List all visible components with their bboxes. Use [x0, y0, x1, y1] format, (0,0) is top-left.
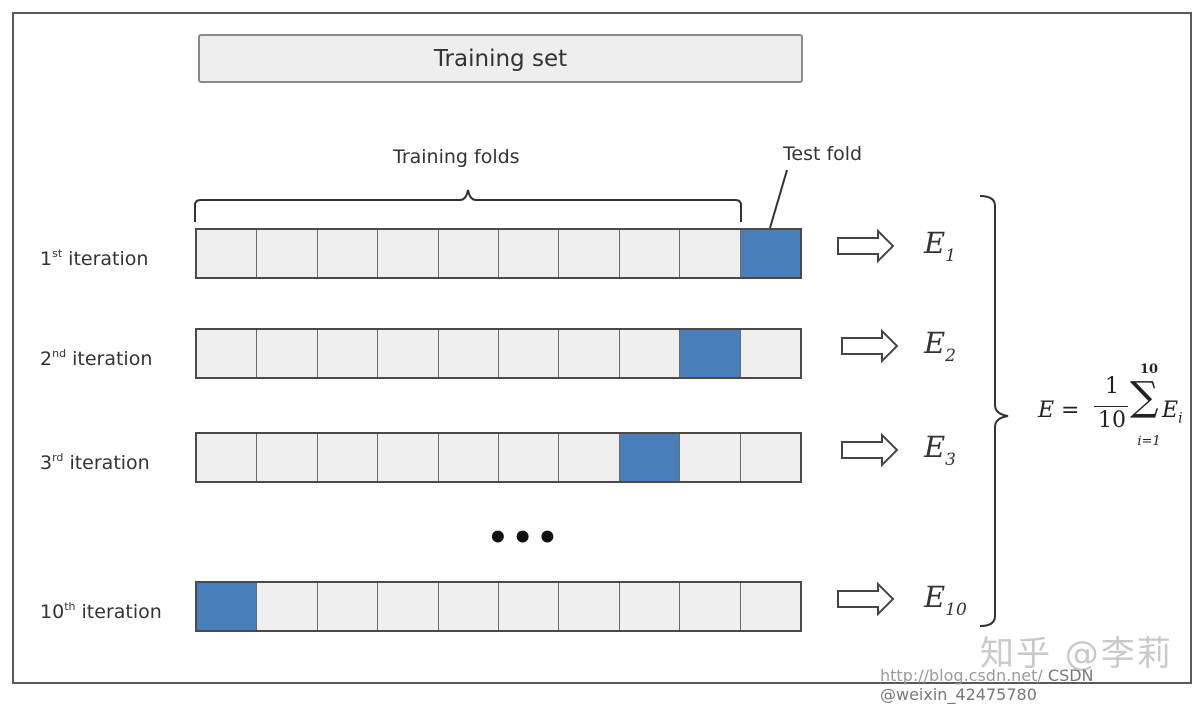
training-set-box: Training set — [198, 34, 803, 83]
training-set-label: Training set — [433, 45, 568, 72]
fold-row-1 — [195, 228, 802, 279]
fold-row-10 — [195, 581, 802, 632]
figure-frame — [12, 12, 1192, 684]
training-folds-brace — [194, 189, 742, 222]
summary-brace — [979, 195, 1009, 627]
iteration-label-3: 3rd iteration — [40, 451, 150, 474]
training-fold-cell — [438, 434, 500, 481]
training-fold-cell — [619, 230, 681, 277]
training-fold-cell — [257, 583, 318, 630]
test-fold-cell — [619, 434, 681, 481]
training-fold-cell — [378, 230, 439, 277]
training-fold-cell — [499, 583, 560, 630]
error-e10: E10 — [924, 580, 967, 620]
training-fold-cell — [257, 330, 318, 377]
iteration-label-10: 10th iteration — [40, 600, 162, 623]
training-fold-cell — [499, 434, 560, 481]
training-fold-cell — [197, 434, 258, 481]
fold-row-3 — [195, 432, 802, 483]
training-fold-cell — [559, 583, 620, 630]
training-fold-cell — [499, 330, 560, 377]
zhihu-watermark: 知乎 @李莉 — [980, 634, 1173, 674]
training-fold-cell — [499, 230, 560, 277]
training-fold-cell — [619, 583, 681, 630]
test-fold-label: Test fold — [783, 143, 863, 165]
training-fold-cell — [317, 583, 379, 630]
arrow-icon — [837, 581, 895, 617]
training-fold-cell — [378, 583, 439, 630]
training-fold-cell — [740, 434, 801, 481]
training-fold-cell — [559, 434, 620, 481]
training-fold-cell — [680, 230, 741, 277]
test-fold-pointer — [769, 169, 788, 229]
sum-lower-limit: i=1 — [1137, 434, 1161, 449]
url-watermark: http://blog.csdn.net/ CSDN @weixin_42475… — [880, 666, 1094, 704]
arrow-icon — [837, 228, 895, 264]
test-fold-cell — [197, 583, 258, 630]
training-fold-cell — [378, 330, 439, 377]
fold-row-2 — [195, 328, 802, 379]
test-fold-cell — [680, 330, 741, 377]
training-fold-cell — [740, 583, 801, 630]
training-fold-cell — [438, 330, 500, 377]
training-fold-cell — [740, 330, 801, 377]
error-e3: E3 — [924, 430, 956, 470]
formula-denominator: 10 — [1098, 408, 1126, 433]
sum-symbol: ∑ — [1130, 374, 1159, 420]
training-fold-cell — [257, 434, 318, 481]
training-fold-cell — [317, 230, 379, 277]
training-fold-cell — [317, 330, 379, 377]
test-fold-cell — [740, 230, 801, 277]
training-fold-cell — [438, 230, 500, 277]
arrow-icon — [841, 432, 899, 468]
iteration-label-2: 2nd iteration — [40, 347, 153, 370]
training-fold-cell — [559, 230, 620, 277]
training-folds-label: Training folds — [393, 146, 520, 168]
training-fold-cell — [317, 434, 379, 481]
iteration-label-1: 1st iteration — [40, 247, 149, 270]
ellipsis: ••• — [487, 518, 562, 558]
training-fold-cell — [680, 434, 741, 481]
error-e2: E2 — [924, 326, 956, 366]
sum-upper-limit: 10 — [1139, 362, 1159, 377]
arrow-icon — [841, 328, 899, 364]
training-fold-cell — [438, 583, 500, 630]
training-fold-cell — [619, 330, 681, 377]
training-fold-cell — [257, 230, 318, 277]
fraction-bar — [1094, 406, 1128, 407]
error-e1: E1 — [924, 226, 956, 266]
training-fold-cell — [680, 583, 741, 630]
training-fold-cell — [559, 330, 620, 377]
training-fold-cell — [197, 230, 258, 277]
formula-lhs: E = — [1038, 398, 1080, 423]
formula-term: Ei — [1162, 398, 1183, 427]
training-fold-cell — [378, 434, 439, 481]
training-fold-cell — [197, 330, 258, 377]
formula-numerator: 1 — [1105, 374, 1119, 399]
